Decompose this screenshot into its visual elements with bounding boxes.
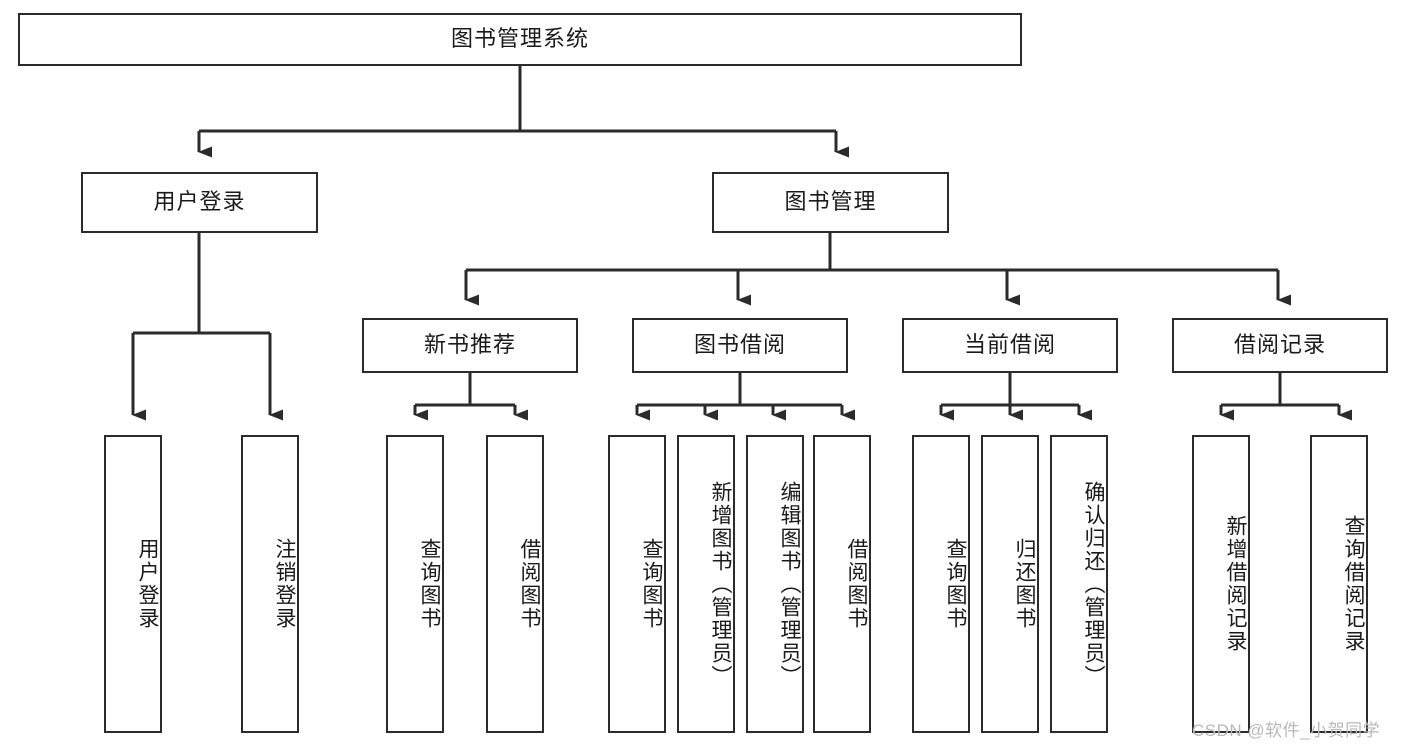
node-label: 借阅图书	[518, 538, 541, 630]
node-label: 当前借阅	[963, 332, 1056, 358]
leaf-borrow-query-book[interactable]: 查询图书	[608, 435, 666, 733]
node-label: 注销登录	[273, 538, 296, 630]
node-label: 归还图书	[1013, 538, 1036, 630]
node-label: 图书管理系统	[450, 26, 589, 52]
node-book-management[interactable]: 图书管理	[712, 172, 949, 233]
leaf-record-add-borrow-record[interactable]: 新增借阅记录	[1192, 435, 1250, 733]
node-new-book-recommendation[interactable]: 新书推荐	[362, 318, 578, 373]
leaf-new-book-query-book[interactable]: 查询图书	[386, 435, 444, 733]
node-current-borrowing[interactable]: 当前借阅	[902, 318, 1118, 373]
node-borrowing-record[interactable]: 借阅记录	[1172, 318, 1388, 373]
node-label: 新增借阅记录	[1224, 515, 1247, 653]
node-label: 编辑图书（管理员）	[778, 480, 801, 688]
node-label: 查询图书	[418, 538, 441, 630]
leaf-borrow-edit-book-admin[interactable]: 编辑图书（管理员）	[746, 435, 804, 733]
leaf-current-return-book[interactable]: 归还图书	[981, 435, 1039, 733]
leaf-user-login-logout[interactable]: 注销登录	[241, 435, 299, 733]
node-label: 借阅图书	[845, 538, 868, 630]
leaf-borrow-add-book-admin[interactable]: 新增图书（管理员）	[677, 435, 735, 733]
node-label: 用户登录	[153, 189, 246, 215]
leaf-borrow-borrow-book[interactable]: 借阅图书	[813, 435, 871, 733]
leaf-user-login-login[interactable]: 用户登录	[104, 435, 162, 733]
node-label: 借阅记录	[1233, 332, 1326, 358]
csdn-watermark: CSDN @软件_小贺同学	[1192, 721, 1381, 740]
node-label: 用户登录	[136, 538, 159, 630]
node-label: 查询图书	[640, 538, 663, 630]
node-label: 图书管理	[784, 189, 877, 215]
node-label: 查询借阅记录	[1342, 515, 1365, 653]
node-label: 确认归还（管理员）	[1082, 480, 1105, 688]
node-root-book-management-system[interactable]: 图书管理系统	[18, 13, 1022, 66]
leaf-record-query-borrow-record[interactable]: 查询借阅记录	[1310, 435, 1368, 733]
leaf-new-book-borrow-book[interactable]: 借阅图书	[486, 435, 544, 733]
node-book-borrowing[interactable]: 图书借阅	[632, 318, 848, 373]
node-label: 新增图书（管理员）	[709, 480, 732, 688]
leaf-current-query-book[interactable]: 查询图书	[912, 435, 970, 733]
node-user-login[interactable]: 用户登录	[81, 172, 318, 233]
node-label: 新书推荐	[423, 332, 516, 358]
leaf-current-confirm-return-admin[interactable]: 确认归还（管理员）	[1050, 435, 1108, 733]
node-label: 图书借阅	[693, 332, 786, 358]
node-label: 查询图书	[944, 538, 967, 630]
